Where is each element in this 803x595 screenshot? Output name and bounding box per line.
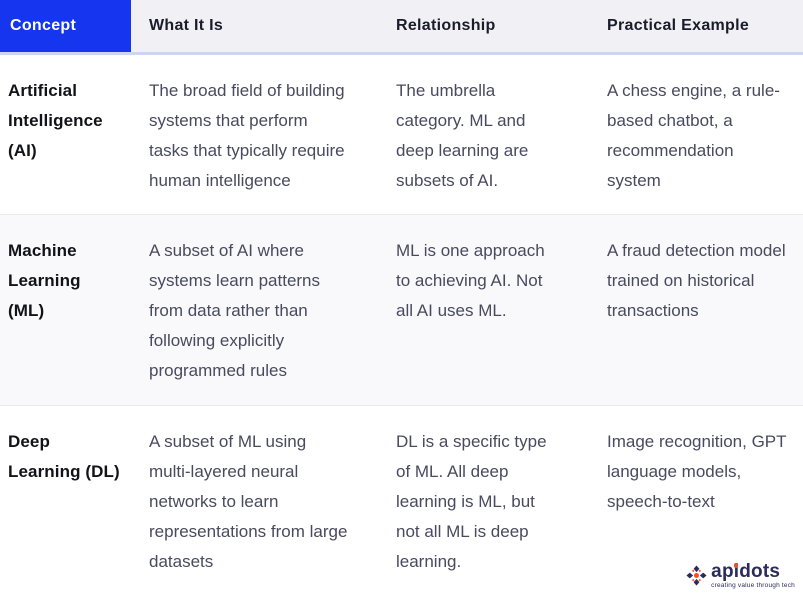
table-row-artificial-intelligence: Artificial Intelligence (AI) The broad f… [0,55,803,214]
relationship-cell: The umbrella category. ML and deep learn… [396,81,529,190]
concept-cell: Artificial Intelligence (AI) [8,81,103,160]
column-header-what-it-is: What It Is [149,17,224,34]
table-header-row: Concept What It Is Relationship Practica… [0,0,803,55]
table-row-machine-learning: Machine Learning (ML) A subset of AI whe… [0,214,803,405]
what-it-is-cell: The broad field of building systems that… [149,81,345,190]
practical-example-cell: Image recognition, GPT language models, … [607,431,787,511]
apidots-tagline: creating value through tech [711,582,795,589]
apidots-compass-icon [686,565,707,586]
concept-cell: Deep Learning (DL) [8,431,120,481]
concept-cell: Machine Learning (ML) [8,241,81,321]
column-header-practical-example: Practical Example [607,17,750,34]
table-row-deep-learning: Deep Learning (DL) A subset of ML using … [0,404,803,595]
practical-example-cell: A fraud detection model trained on histo… [607,241,786,321]
column-header-concept: Concept [0,0,131,52]
what-it-is-cell: A subset of AI where systems learn patte… [149,241,321,381]
practical-example-cell: A chess engine, a rule-based chatbot, a … [607,81,780,190]
what-it-is-cell: A subset of ML using multi-layered neura… [149,431,348,571]
apidots-wordmark: apidots [711,561,781,582]
relationship-cell: DL is a specific type of ML. All deep le… [396,431,547,571]
apidots-logo: apidots creating value through tech [685,562,795,589]
apidots-logo-text: apidots creating value through tech [711,562,795,589]
relationship-cell: ML is one approach to achieving AI. Not … [396,241,545,321]
column-header-relationship: Relationship [396,17,496,34]
